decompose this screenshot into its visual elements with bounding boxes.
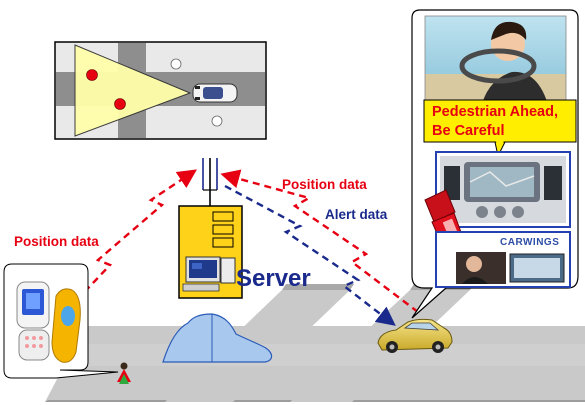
server-label: Server <box>236 265 311 292</box>
navigation-screen <box>435 151 571 228</box>
car-icon <box>192 83 238 103</box>
alert-callout <box>423 99 577 158</box>
position-data-label-phone: Position data <box>14 234 99 249</box>
position-arrow-phone <box>59 169 197 319</box>
driver-photo <box>424 15 567 113</box>
road-network <box>45 284 585 402</box>
carwings-logo: CARWINGS <box>500 237 560 248</box>
alert-message-line1: Pedestrian Ahead, <box>432 104 558 120</box>
pedestrian-marker <box>114 98 126 110</box>
car-icon <box>377 318 453 353</box>
vehicle-marker <box>170 58 182 70</box>
phone-icon <box>16 281 81 363</box>
antenna-icon <box>202 158 218 206</box>
pedestrian-icon <box>117 362 131 384</box>
position-data-label-car: Position data <box>282 177 367 192</box>
detection-zone <box>74 44 192 137</box>
obstruction-shape <box>162 313 273 363</box>
alert-data-label: Alert data <box>325 207 388 222</box>
pedestrian-marker <box>86 69 98 81</box>
vehicle-marker <box>211 115 223 127</box>
top-view-map <box>54 41 267 140</box>
alert-message-line2: Be Careful <box>432 123 505 139</box>
carwings-panel <box>435 231 571 288</box>
server-icon <box>178 205 243 299</box>
